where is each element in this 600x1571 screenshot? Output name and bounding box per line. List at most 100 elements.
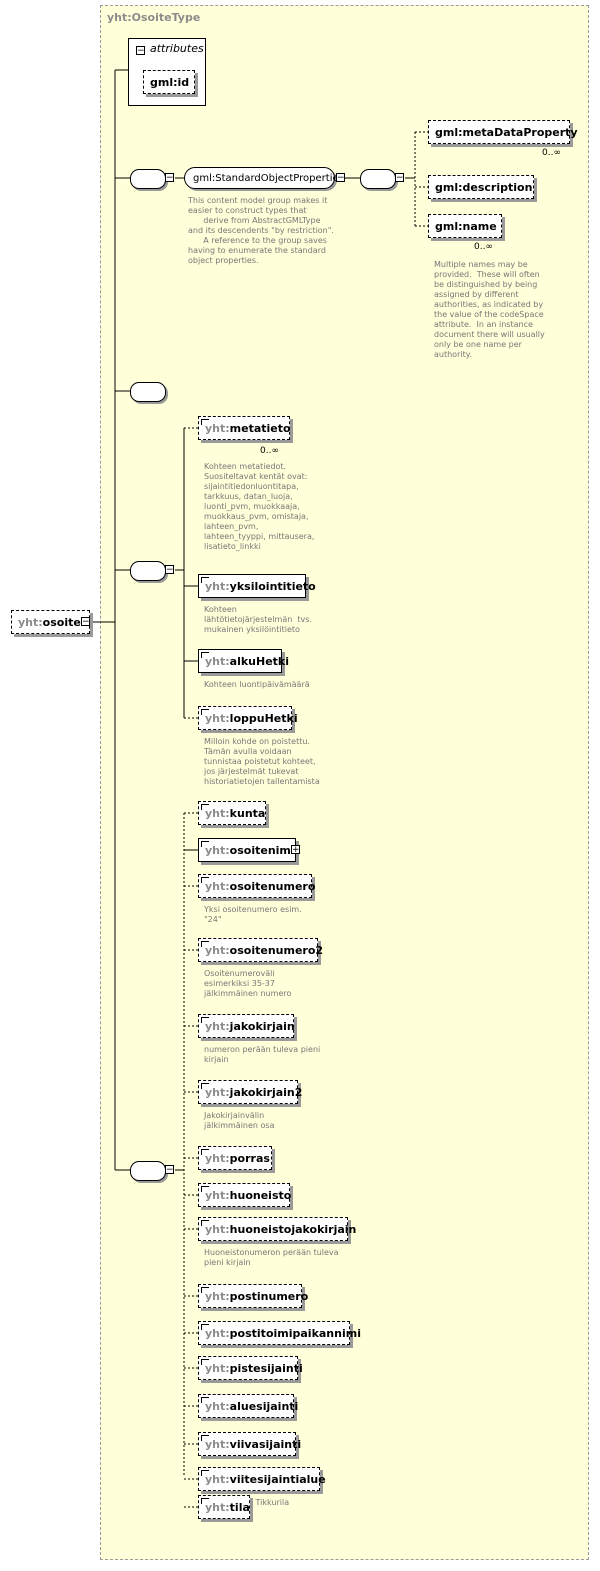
- element-prefix: yht:: [205, 1222, 230, 1236]
- element-name: osoitenumero2: [229, 943, 324, 957]
- element-prefix: yht:: [205, 1437, 230, 1451]
- element-annotation: Yksi osoitenumero esim. "24": [204, 905, 302, 924]
- group-standard-object-properties[interactable]: gml:StandardObjectProperties: [184, 167, 344, 189]
- element-aluesijainti[interactable]: yht:aluesijainti: [198, 1394, 298, 1418]
- element-annotation: Huoneistonumeron perään tuleva pieni kir…: [204, 1248, 339, 1267]
- root-collapse-toggle[interactable]: −: [81, 617, 90, 627]
- element-name: yksilointitieto: [229, 579, 316, 593]
- element-icon: [201, 1220, 209, 1226]
- element-huoneisto[interactable]: yht:huoneisto: [198, 1183, 292, 1207]
- std-element-1[interactable]: gml:description: [428, 175, 534, 199]
- element-postinumero[interactable]: yht:postinumero: [198, 1284, 308, 1308]
- element-name: jakokirjain: [229, 1019, 295, 1033]
- element-jakokirjain[interactable]: yht:jakokirjain: [198, 1014, 295, 1038]
- element-name: gml:description: [435, 180, 533, 194]
- element-annotation: Kohteen metatiedot. Suositeltavat kentät…: [204, 462, 315, 551]
- element-name: kunta: [229, 806, 266, 820]
- element-name: loppuHetki: [229, 711, 298, 725]
- element-prefix: yht:: [205, 879, 230, 893]
- element-prefix: yht:: [205, 943, 230, 957]
- element-annotation: Milloin kohde on poistettu. Tämän avulla…: [204, 737, 320, 786]
- element-huoneistojakokirjain[interactable]: yht:huoneistojakokirjain: [198, 1217, 356, 1241]
- element-icon: [201, 1186, 209, 1192]
- sequence-compositor-3[interactable]: [130, 561, 166, 581]
- element-osoitenimi[interactable]: yht:osoitenimi: [198, 838, 296, 862]
- element-name: gml:name: [435, 219, 497, 233]
- element-name: huoneisto: [229, 1188, 292, 1202]
- element-annotation: numeron perään tuleva pieni kirjain: [204, 1045, 321, 1064]
- osoitenimi-expand-toggle[interactable]: +: [291, 845, 300, 855]
- group-name: gml:StandardObjectProperties: [193, 172, 344, 184]
- root-name: osoite: [42, 615, 81, 629]
- element-icon: [201, 1359, 209, 1365]
- sequence-compositor-2[interactable]: [130, 382, 166, 402]
- sequence-4-collapse-toggle[interactable]: −: [165, 1165, 174, 1175]
- element-icon: [201, 419, 209, 425]
- element-prefix: yht:: [205, 1472, 230, 1486]
- element-prefix: yht:: [205, 711, 230, 725]
- sequence-compositor-4[interactable]: [130, 1161, 166, 1181]
- element-osoitenumero[interactable]: yht:osoitenumero: [198, 874, 315, 898]
- attributes-label: attributes: [150, 42, 204, 55]
- element-icon: [201, 804, 209, 810]
- element-loppuHetki[interactable]: yht:loppuHetki: [198, 706, 298, 730]
- element-viivasijainti[interactable]: yht:viivasijainti: [198, 1432, 301, 1456]
- element-prefix: yht:: [205, 843, 230, 857]
- occurrence: 0..∞: [474, 242, 493, 252]
- sequence-3-collapse-toggle[interactable]: −: [165, 565, 174, 575]
- element-icon: [201, 1083, 209, 1089]
- element-jakokirjain2[interactable]: yht:jakokirjain2: [198, 1080, 302, 1104]
- sequence-5-collapse-toggle[interactable]: −: [395, 173, 404, 183]
- element-name: aluesijainti: [229, 1399, 299, 1413]
- element-prefix: yht:: [205, 1188, 230, 1202]
- group-collapse-toggle[interactable]: −: [336, 173, 345, 183]
- element-viitesijaintialue[interactable]: yht:viitesijaintialue: [198, 1467, 326, 1491]
- attributes-collapse-toggle[interactable]: −: [136, 46, 145, 56]
- element-kunta[interactable]: yht:kunta: [198, 801, 266, 825]
- element-postitoimipaikannimi[interactable]: yht:postitoimipaikannimi: [198, 1321, 361, 1345]
- element-name: postinumero: [229, 1289, 309, 1303]
- element-prefix: yht:: [205, 1019, 230, 1033]
- element-name: viitesijaintialue: [229, 1472, 326, 1486]
- element-prefix: yht:: [205, 1500, 230, 1514]
- element-name: huoneistojakokirjain: [229, 1222, 357, 1236]
- element-tila[interactable]: yht:tila: [198, 1495, 250, 1519]
- std-element-2[interactable]: gml:name: [428, 214, 502, 238]
- element-pistesijainti[interactable]: yht:pistesijainti: [198, 1356, 303, 1380]
- sequence-compositor-1[interactable]: [130, 169, 166, 189]
- root-element[interactable]: yht:osoite: [11, 610, 90, 634]
- element-icon: [201, 1324, 209, 1330]
- group-annotation: This content model group makes it easier…: [188, 196, 334, 265]
- element-name: alkuHetki: [229, 654, 290, 668]
- element-osoitenumero2[interactable]: yht:osoitenumero2: [198, 938, 323, 962]
- element-name: osoitenimi: [229, 843, 295, 857]
- element-icon: [201, 652, 209, 658]
- sequence-1-collapse-toggle[interactable]: −: [165, 173, 174, 183]
- std-element-0[interactable]: gml:metaDataProperty: [428, 120, 578, 144]
- sequence-compositor-5[interactable]: [360, 169, 396, 189]
- type-title: yht:OsoiteType: [107, 11, 201, 24]
- element-name: porras: [229, 1151, 270, 1165]
- element-name: gml:metaDataProperty: [435, 125, 578, 139]
- element-annotation: Jakokirjainvälin jälkimmäinen osa: [204, 1111, 275, 1130]
- element-yksilointitieto[interactable]: yht:yksilointitieto: [198, 574, 316, 598]
- element-prefix: yht:: [205, 1399, 230, 1413]
- element-alkuHetki[interactable]: yht:alkuHetki: [198, 649, 289, 673]
- occurrence: 0..∞: [260, 446, 279, 456]
- element-metatieto[interactable]: yht:metatieto: [198, 416, 291, 440]
- element-annotation: Multiple names may be provided. These wi…: [434, 260, 545, 359]
- element-prefix: yht:: [205, 1085, 230, 1099]
- element-prefix: yht:: [205, 1326, 230, 1340]
- element-annotation: Osoitenumeroväli esimerkiksi 35-37 jälki…: [204, 969, 292, 998]
- root-prefix: yht:: [18, 615, 43, 629]
- element-name: tila: [229, 1500, 250, 1514]
- complex-type-box: [100, 5, 589, 1560]
- element-prefix: yht:: [205, 1289, 230, 1303]
- attribute-gml-id[interactable]: gml:id: [143, 70, 195, 94]
- element-icon: [201, 709, 209, 715]
- element-icon: [201, 877, 209, 883]
- element-prefix: yht:: [205, 654, 230, 668]
- element-porras[interactable]: yht:porras: [198, 1146, 272, 1170]
